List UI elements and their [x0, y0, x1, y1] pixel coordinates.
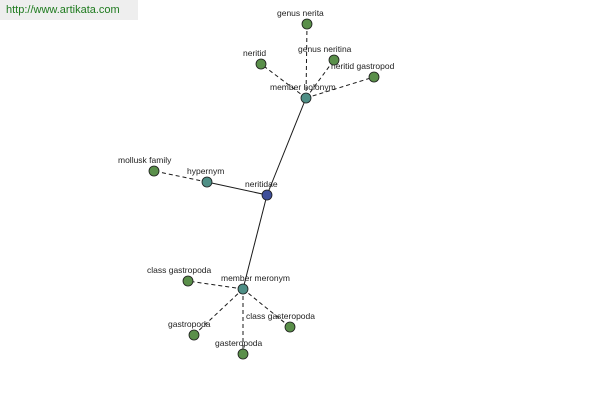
node-neritid[interactable] [255, 58, 267, 70]
node-mollusk-family[interactable] [148, 165, 160, 177]
node-label-gastropoda: gastropoda [168, 319, 211, 329]
node-class-gasteropoda[interactable] [284, 321, 296, 333]
edge-member-meronym-to-gastropoda [193, 288, 244, 336]
edge-member-holonym-to-genus-nerita [305, 23, 308, 99]
edge-member-meronym-to-class-gastropoda [187, 280, 244, 290]
node-member-holonym[interactable] [300, 92, 312, 104]
node-label-class-gastropoda: class gastropoda [147, 265, 212, 275]
node-gasteropoda[interactable] [237, 348, 249, 360]
node-label-neritidae: neritidae [245, 179, 278, 189]
node-label-hypernym: hypernym [187, 166, 224, 176]
node-neritidae[interactable] [261, 189, 273, 201]
node-label-member-holonym: member holonym [270, 82, 336, 92]
node-label-neritid: neritid [243, 48, 266, 58]
edge-neritidae-to-member-holonym [266, 97, 307, 196]
node-label-gasteropoda: gasteropoda [215, 338, 263, 348]
node-genus-nerita[interactable] [301, 18, 313, 30]
label-layer: neritidae member holonym hypernym member me… [118, 8, 395, 348]
edge-layer [153, 23, 375, 354]
node-layer [148, 18, 380, 360]
node-label-member-meronym: member meronym [221, 273, 290, 283]
edge-member-meronym-to-class-gasteropoda [242, 288, 291, 328]
node-label-genus-neritina: genus neritina [298, 44, 352, 54]
node-label-class-gasteropoda: class gasteropoda [246, 311, 315, 321]
node-gastropoda[interactable] [188, 329, 200, 341]
edge-neritidae-to-member-meronym [242, 194, 268, 290]
node-member-meronym[interactable] [237, 283, 249, 295]
edge-neritidae-to-hypernym [206, 181, 268, 196]
node-genus-neritina[interactable] [328, 54, 340, 66]
node-label-genus-nerita: genus nerita [277, 8, 324, 18]
edge-member-holonym-to-neritid [260, 63, 307, 99]
node-hypernym[interactable] [201, 176, 213, 188]
node-neritid-gastropod[interactable] [368, 71, 380, 83]
node-label-mollusk-family: mollusk family [118, 155, 172, 165]
node-label-neritid-gastropod: neritid gastropod [331, 61, 395, 71]
node-class-gastropoda[interactable] [182, 275, 194, 287]
edge-member-holonym-to-neritid-gastropod [305, 76, 375, 99]
edge-hypernym-to-mollusk-family [153, 170, 208, 183]
edge-member-holonym-to-genus-neritina [305, 59, 335, 99]
watermark-url: http://www.artikata.com [0, 0, 138, 20]
